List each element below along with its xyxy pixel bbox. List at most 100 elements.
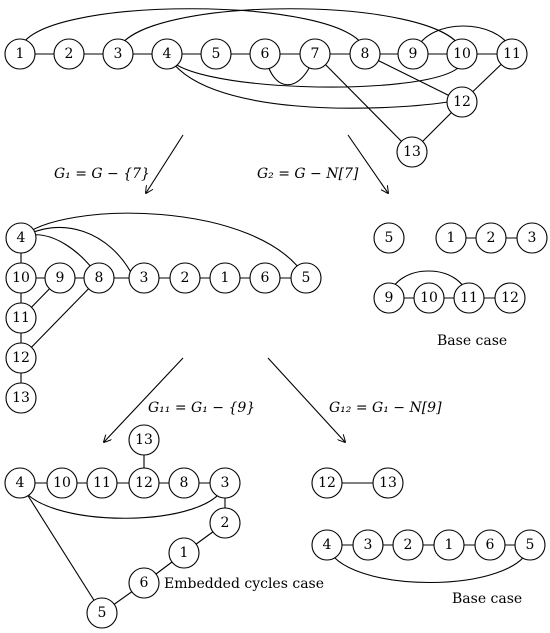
svg-text:9: 9 [56, 270, 65, 286]
node-6: 6 [249, 262, 281, 294]
svg-text:13: 13 [379, 475, 397, 491]
svg-text:6: 6 [486, 537, 495, 553]
node-9: 9 [44, 262, 76, 294]
svg-text:4: 4 [16, 475, 25, 491]
node-8: 8 [168, 467, 200, 499]
edge-1-8 [19, 8, 366, 51]
arrow-to-g12 [267, 357, 345, 442]
node-6: 6 [249, 38, 281, 70]
svg-text:4: 4 [17, 230, 26, 246]
node-12: 12 [311, 467, 343, 499]
g12-label: G₁₂ = G₁ − N[9] [329, 400, 442, 416]
svg-text:5: 5 [98, 605, 107, 621]
graph-g12: 12 13 4 3 2 1 6 5 [311, 467, 546, 583]
svg-text:12: 12 [453, 94, 471, 110]
svg-text:1: 1 [221, 270, 230, 286]
node-12: 12 [128, 467, 160, 499]
arrow-to-g2 [347, 134, 388, 193]
svg-text:4: 4 [163, 46, 172, 62]
node-11: 11 [496, 38, 528, 70]
node-3: 3 [352, 529, 384, 561]
node-13: 13 [5, 382, 37, 414]
node-10: 10 [413, 282, 445, 314]
svg-text:12: 12 [12, 350, 30, 366]
svg-text:3: 3 [364, 537, 373, 553]
node-5: 5 [86, 597, 118, 629]
node-5: 5 [200, 38, 232, 70]
node-10: 10 [46, 467, 78, 499]
svg-text:10: 10 [453, 46, 471, 62]
svg-text:2: 2 [181, 270, 190, 286]
svg-text:2: 2 [404, 537, 413, 553]
svg-text:6: 6 [261, 270, 270, 286]
node-5: 5 [290, 262, 322, 294]
node-1: 1 [433, 529, 465, 561]
svg-text:10: 10 [53, 475, 71, 491]
svg-text:3: 3 [528, 230, 537, 246]
node-13: 13 [372, 467, 404, 499]
edge-4-5 [326, 544, 531, 583]
base-case-2-caption: Base case [452, 591, 522, 607]
edge-8-12 [364, 53, 463, 103]
svg-text:10: 10 [12, 270, 30, 286]
svg-text:12: 12 [501, 290, 519, 306]
node-11: 11 [86, 467, 118, 499]
node-6: 6 [474, 529, 506, 561]
svg-text:13: 13 [403, 144, 421, 160]
node-4: 4 [4, 467, 36, 499]
svg-text:11: 11 [12, 310, 30, 326]
node-3: 3 [128, 262, 160, 294]
node-4: 4 [311, 529, 343, 561]
svg-text:10: 10 [420, 290, 438, 306]
svg-text:3: 3 [114, 46, 123, 62]
node-7: 7 [299, 38, 331, 70]
svg-text:2: 2 [221, 515, 230, 531]
embedded-cycles-caption: Embedded cycles case [164, 576, 324, 592]
svg-text:12: 12 [135, 475, 153, 491]
node-5: 5 [373, 222, 405, 254]
svg-text:3: 3 [221, 475, 230, 491]
svg-text:9: 9 [409, 46, 418, 62]
svg-text:5: 5 [385, 230, 394, 246]
node-1: 1 [209, 262, 241, 294]
edge-4-3 [19, 482, 226, 519]
svg-text:9: 9 [385, 290, 394, 306]
svg-text:1: 1 [16, 46, 25, 62]
graph-g11: 4 10 11 12 8 3 13 2 1 6 5 [4, 424, 241, 629]
node-11: 11 [453, 282, 485, 314]
edge-3-10 [117, 8, 463, 51]
svg-text:12: 12 [318, 475, 336, 491]
node-10: 10 [5, 262, 37, 294]
node-2: 2 [475, 222, 507, 254]
svg-text:2: 2 [65, 46, 74, 62]
edge-4-12 [166, 53, 449, 109]
node-5: 5 [514, 529, 546, 561]
svg-text:11: 11 [93, 475, 111, 491]
arrow-to-g1 [146, 134, 184, 193]
svg-text:5: 5 [212, 46, 221, 62]
svg-text:8: 8 [95, 270, 104, 286]
svg-text:8: 8 [361, 46, 370, 62]
graph-g2: 5 1 2 3 9 10 11 12 [373, 222, 548, 314]
node-13: 13 [128, 424, 160, 456]
edge-4-5 [20, 212, 307, 279]
node-10: 10 [446, 38, 478, 70]
node-4: 4 [151, 38, 183, 70]
svg-text:11: 11 [460, 290, 478, 306]
edge-4-5 [19, 482, 103, 614]
node-2: 2 [169, 262, 201, 294]
svg-text:1: 1 [180, 545, 189, 561]
svg-text:7: 7 [311, 46, 320, 62]
svg-text:11: 11 [503, 46, 521, 62]
node-8: 8 [83, 262, 115, 294]
svg-text:5: 5 [302, 270, 311, 286]
node-9: 9 [397, 38, 429, 70]
edge-4-10 [166, 53, 459, 88]
node-1: 1 [4, 38, 36, 70]
svg-text:1: 1 [445, 537, 454, 553]
node-6: 6 [128, 567, 160, 599]
svg-text:13: 13 [135, 432, 153, 448]
node-3: 3 [209, 467, 241, 499]
node-2: 2 [392, 529, 424, 561]
